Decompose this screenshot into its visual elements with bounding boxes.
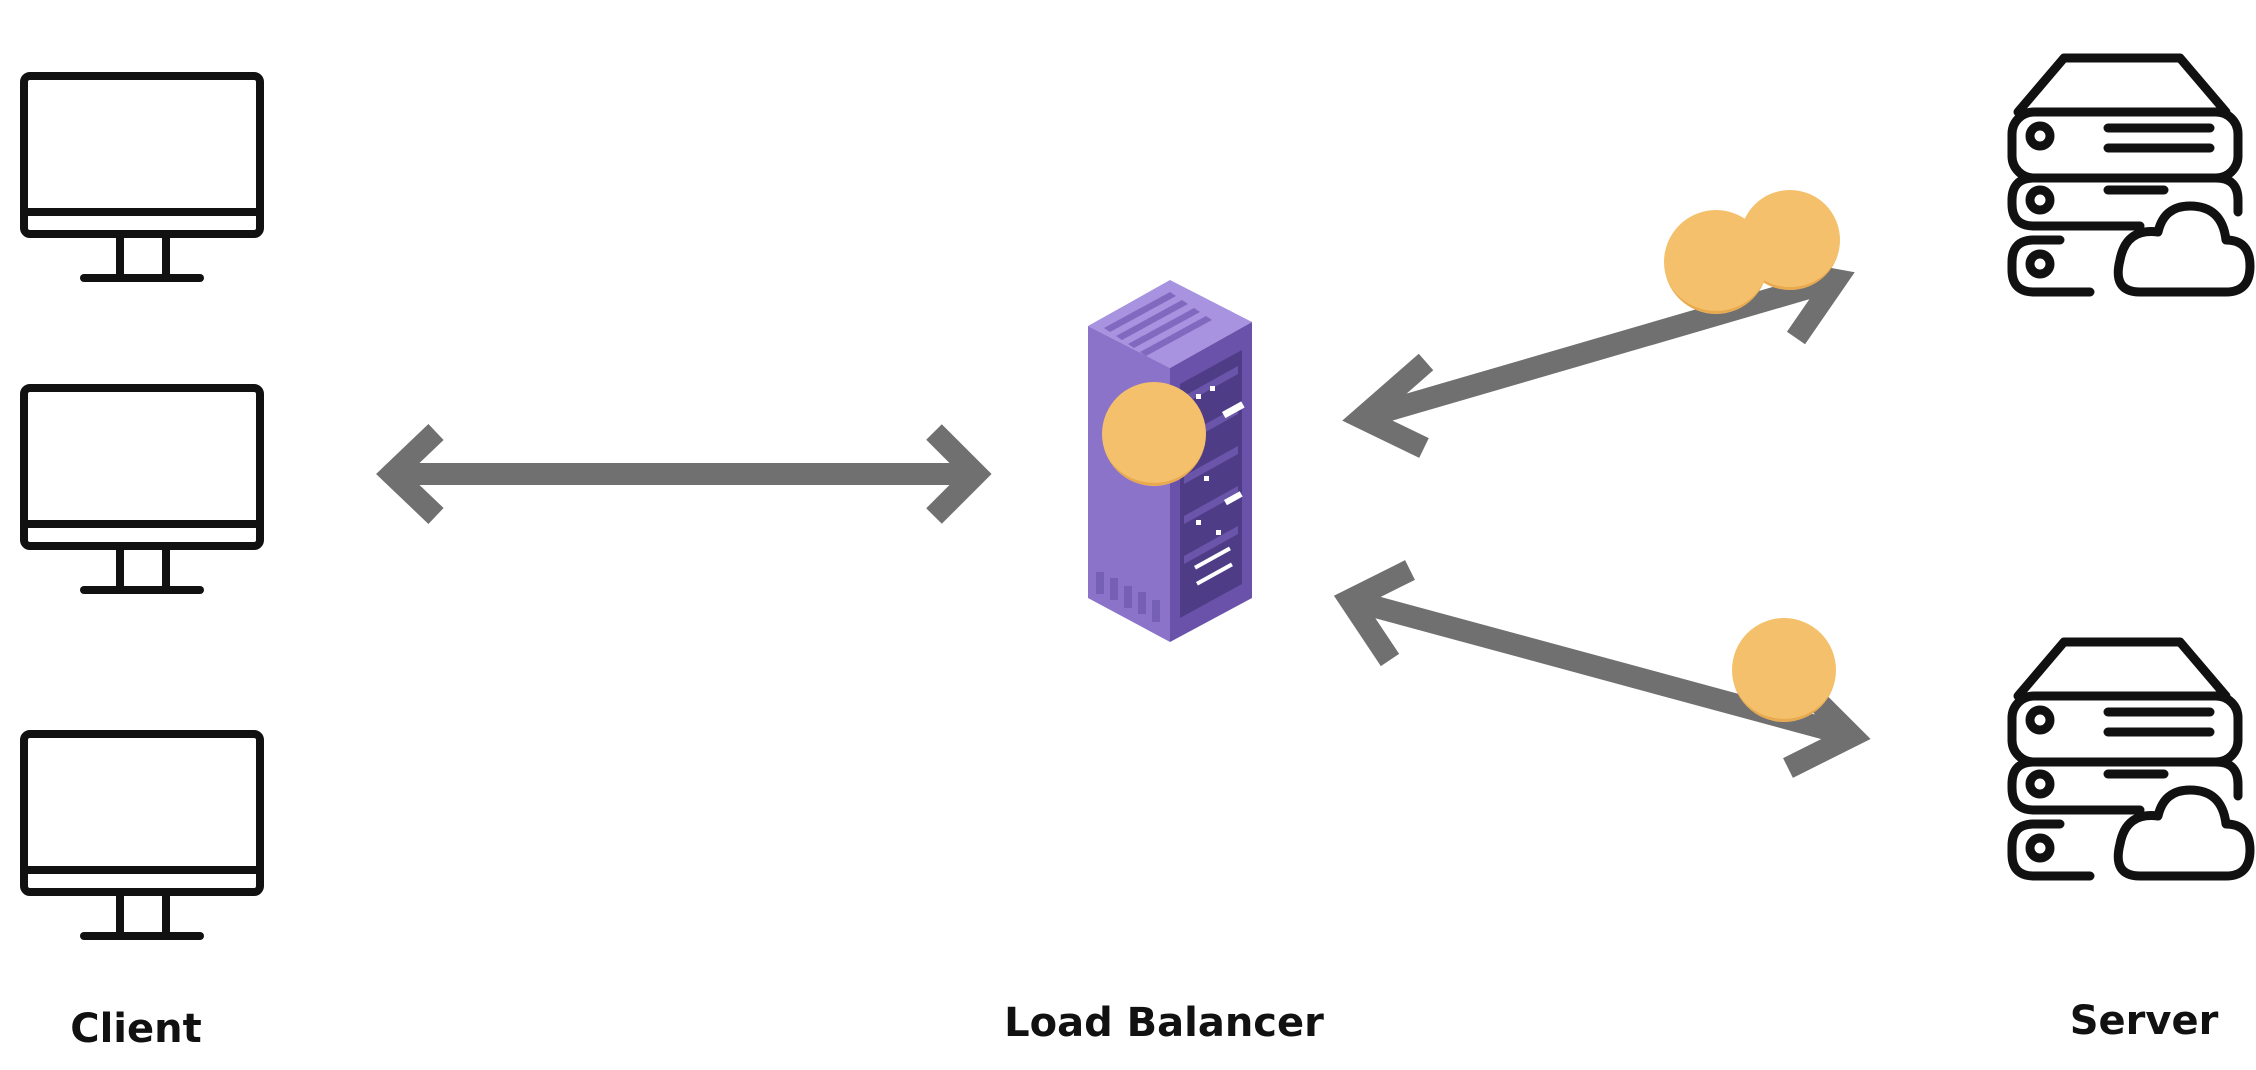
desktop-monitor-icon bbox=[20, 730, 264, 940]
servers bbox=[2007, 53, 2255, 881]
client-lb-double-arrow bbox=[376, 424, 992, 524]
request-token-icon bbox=[1102, 382, 1206, 486]
cloud-server-icon bbox=[2007, 637, 2255, 881]
request-token-icon bbox=[1732, 618, 1836, 722]
client-monitors bbox=[20, 72, 264, 940]
client-label: Client bbox=[70, 1006, 202, 1052]
desktop-monitor-icon bbox=[20, 384, 264, 594]
cloud-server-icon bbox=[2007, 53, 2255, 297]
load-balancer-label: Load Balancer bbox=[1004, 1000, 1324, 1046]
request-token-icon bbox=[1664, 210, 1768, 314]
lb-server-arrow-top bbox=[1342, 257, 1855, 458]
request-tokens bbox=[1102, 190, 1840, 722]
desktop-monitor-icon bbox=[20, 72, 264, 282]
server-label: Server bbox=[2070, 998, 2219, 1044]
